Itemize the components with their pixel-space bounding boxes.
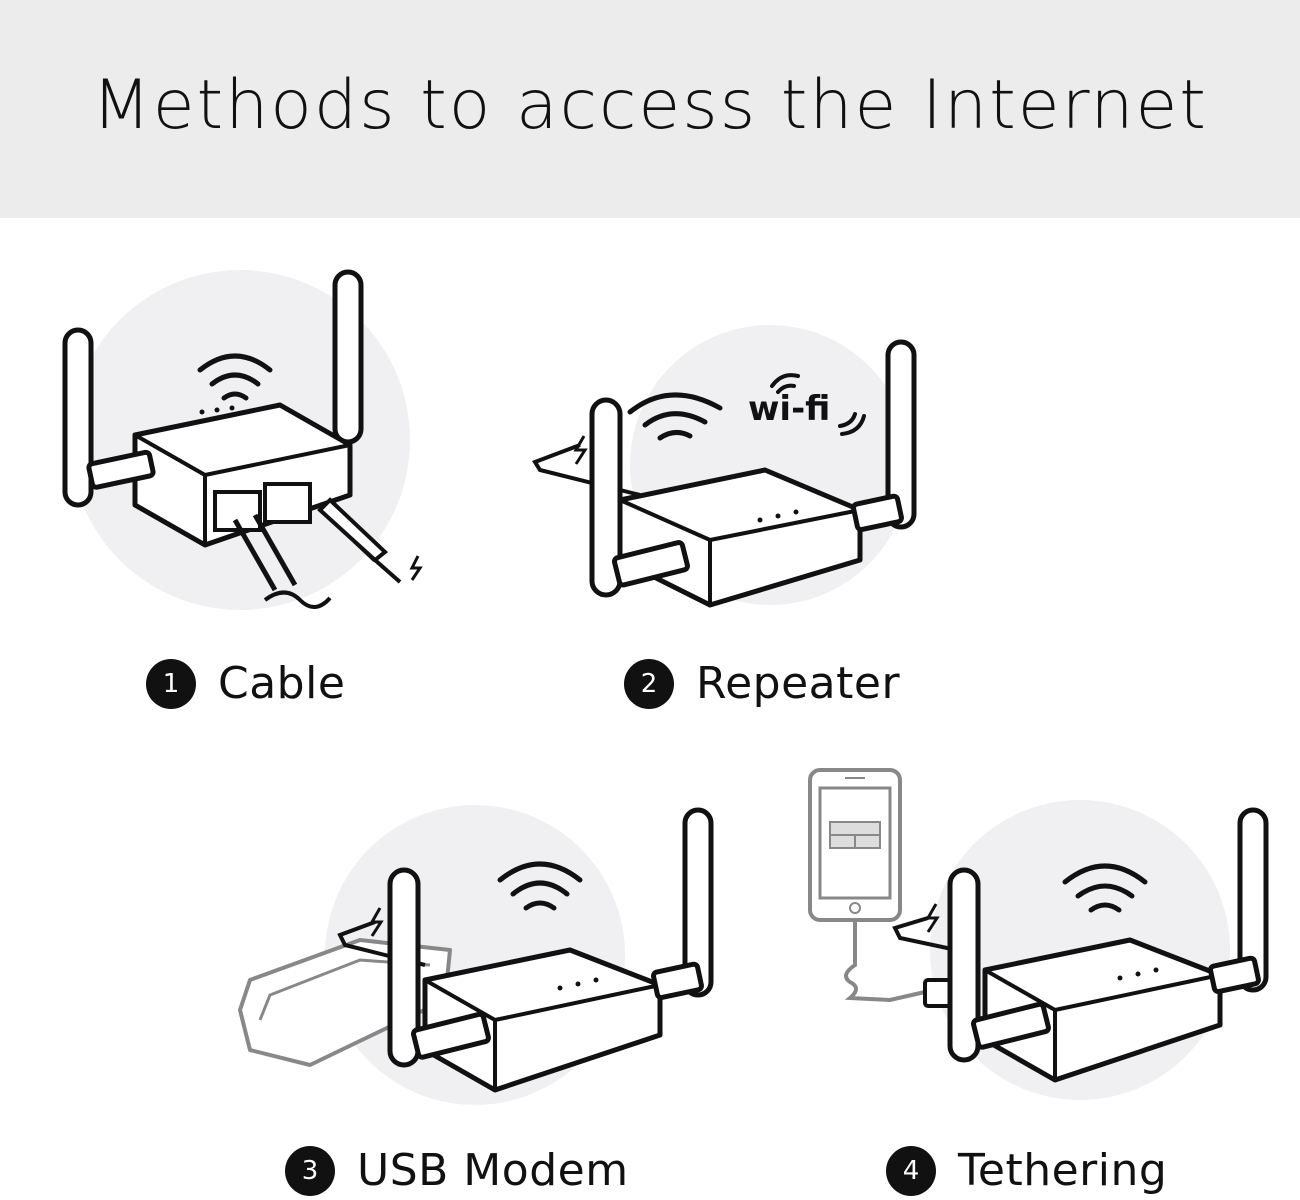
method-tethering-label: 4 Tethering (886, 1145, 1167, 1196)
step-number-badge: 4 (886, 1145, 936, 1196)
method-label: USB Modem (357, 1145, 629, 1196)
method-label: Tethering (958, 1145, 1168, 1196)
repeater-illustration: wi-fi (520, 320, 930, 620)
wifi-signal-icon (627, 392, 723, 441)
wifi-signal-icon (197, 353, 273, 401)
cable-illustration (40, 260, 440, 630)
power-bolt-icon (925, 903, 940, 933)
wifi-signal-icon (497, 861, 583, 911)
power-bolt-icon (369, 907, 384, 937)
method-label: Cable (218, 658, 346, 709)
smartphone-icon (808, 768, 902, 922)
power-bolt-icon (573, 435, 588, 465)
step-number-badge: 3 (285, 1145, 335, 1196)
wifi-logo: wi-fi (748, 389, 830, 429)
method-cable-label: 1 Cable (146, 658, 345, 709)
page-title: Methods to access the Internet (92, 66, 1208, 145)
method-repeater-label: 2 Repeater (624, 658, 900, 709)
step-number-badge: 2 (624, 658, 674, 709)
wifi-logo-waves-icon (770, 373, 866, 436)
wifi-signal-icon (1062, 863, 1148, 913)
method-label: Repeater (696, 658, 901, 709)
usb-modem-illustration (230, 800, 730, 1110)
tethering-illustration (800, 768, 1280, 1110)
step-number-badge: 1 (146, 658, 196, 709)
power-bolt-icon (409, 555, 423, 581)
method-usb-modem-label: 3 USB Modem (285, 1145, 629, 1196)
title-banner: Methods to access the Internet (0, 0, 1300, 218)
